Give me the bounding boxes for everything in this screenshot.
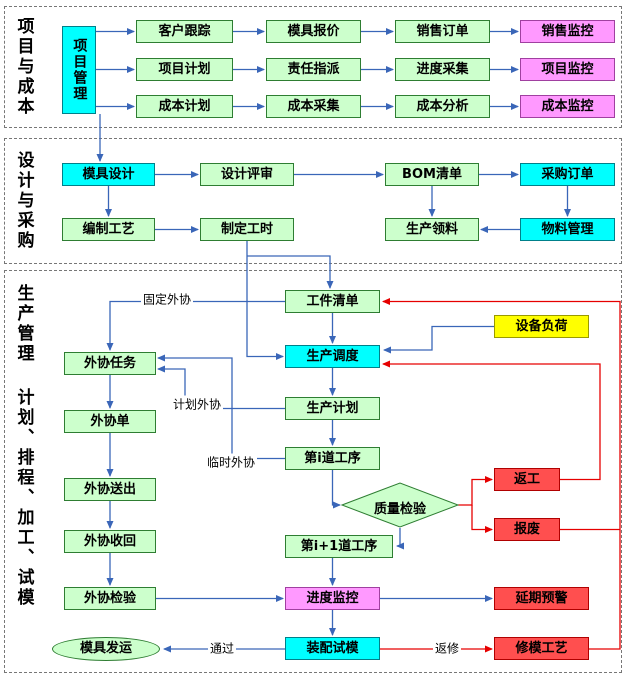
node-production-dispatch: 生产调度 xyxy=(285,345,380,368)
node-cost-plan: 成本计划 xyxy=(136,95,233,118)
node-quality-check: 质量检验 xyxy=(373,502,426,517)
node-mold-quote: 模具报价 xyxy=(266,20,361,43)
node-project-monitor: 项目监控 xyxy=(520,58,615,81)
node-duty-assign: 责任指派 xyxy=(266,58,361,81)
section-production-frame xyxy=(4,270,622,673)
node-mold-repair: 修模工艺 xyxy=(494,637,589,660)
edge-label-fixed-outsource: 固定外协 xyxy=(140,290,194,308)
node-rework: 返工 xyxy=(494,468,560,491)
section-label-production: 生产管理 计划、排程、加工、试模 xyxy=(13,284,34,608)
node-cost-monitor: 成本监控 xyxy=(520,95,615,118)
quality-check-diamond xyxy=(340,482,460,528)
node-progress-monitor: 进度监控 xyxy=(285,587,380,610)
node-customer-tracking: 客户跟踪 xyxy=(136,20,233,43)
node-outsource-send: 外协送出 xyxy=(64,478,156,501)
node-process-prep: 编制工艺 xyxy=(62,218,155,241)
node-sales-monitor: 销售监控 xyxy=(520,20,615,43)
node-design-review: 设计评审 xyxy=(200,163,294,186)
node-sales-order: 销售订单 xyxy=(395,20,490,43)
blue-arrows xyxy=(96,28,571,653)
node-purchase-order: 采购订单 xyxy=(520,163,615,186)
edge-label-repair: 返修 xyxy=(432,639,462,657)
node-production-plan: 生产计划 xyxy=(285,397,380,420)
node-mold-design: 模具设计 xyxy=(62,163,155,186)
edge-label-pass: 通过 xyxy=(207,639,237,657)
node-mold-ship: 模具发运 xyxy=(52,637,160,661)
node-equipment-load: 设备负荷 xyxy=(494,315,589,338)
node-cost-collect: 成本采集 xyxy=(266,95,361,118)
node-progress-collect: 进度采集 xyxy=(395,58,490,81)
node-delay-warning: 延期预警 xyxy=(494,587,589,610)
node-project-management: 项目管理 xyxy=(62,26,96,114)
node-outsource-task: 外协任务 xyxy=(64,352,156,375)
section-design-purchase-frame xyxy=(4,138,622,264)
node-assembly-trial: 装配试模 xyxy=(285,637,380,660)
node-outsource-return: 外协收回 xyxy=(64,530,156,553)
node-workpiece-list: 工件清单 xyxy=(285,290,380,313)
section-label-project-cost: 项目与成本 xyxy=(13,17,34,117)
node-scrap: 报废 xyxy=(494,518,560,541)
node-material-mgmt: 物料管理 xyxy=(520,218,615,241)
node-project-plan: 项目计划 xyxy=(136,58,233,81)
node-material-req: 生产领料 xyxy=(385,218,479,241)
section-project-cost-frame xyxy=(4,6,622,128)
section-label-design-purchase: 设计与采购 xyxy=(13,151,34,251)
edge-label-planned-outsource: 计划外协 xyxy=(170,395,224,413)
node-outsource-order: 外协单 xyxy=(64,410,156,433)
node-outsource-inspect: 外协检验 xyxy=(64,587,156,610)
node-work-hours: 制定工时 xyxy=(200,218,294,241)
node-cost-analysis: 成本分析 xyxy=(395,95,490,118)
edge-label-temp-outsource: 临时外协 xyxy=(204,453,258,471)
node-process-i: 第i道工序 xyxy=(285,447,380,470)
node-process-i-plus-1: 第i+1道工序 xyxy=(285,535,393,558)
node-bom-list: BOM清单 xyxy=(385,163,479,186)
